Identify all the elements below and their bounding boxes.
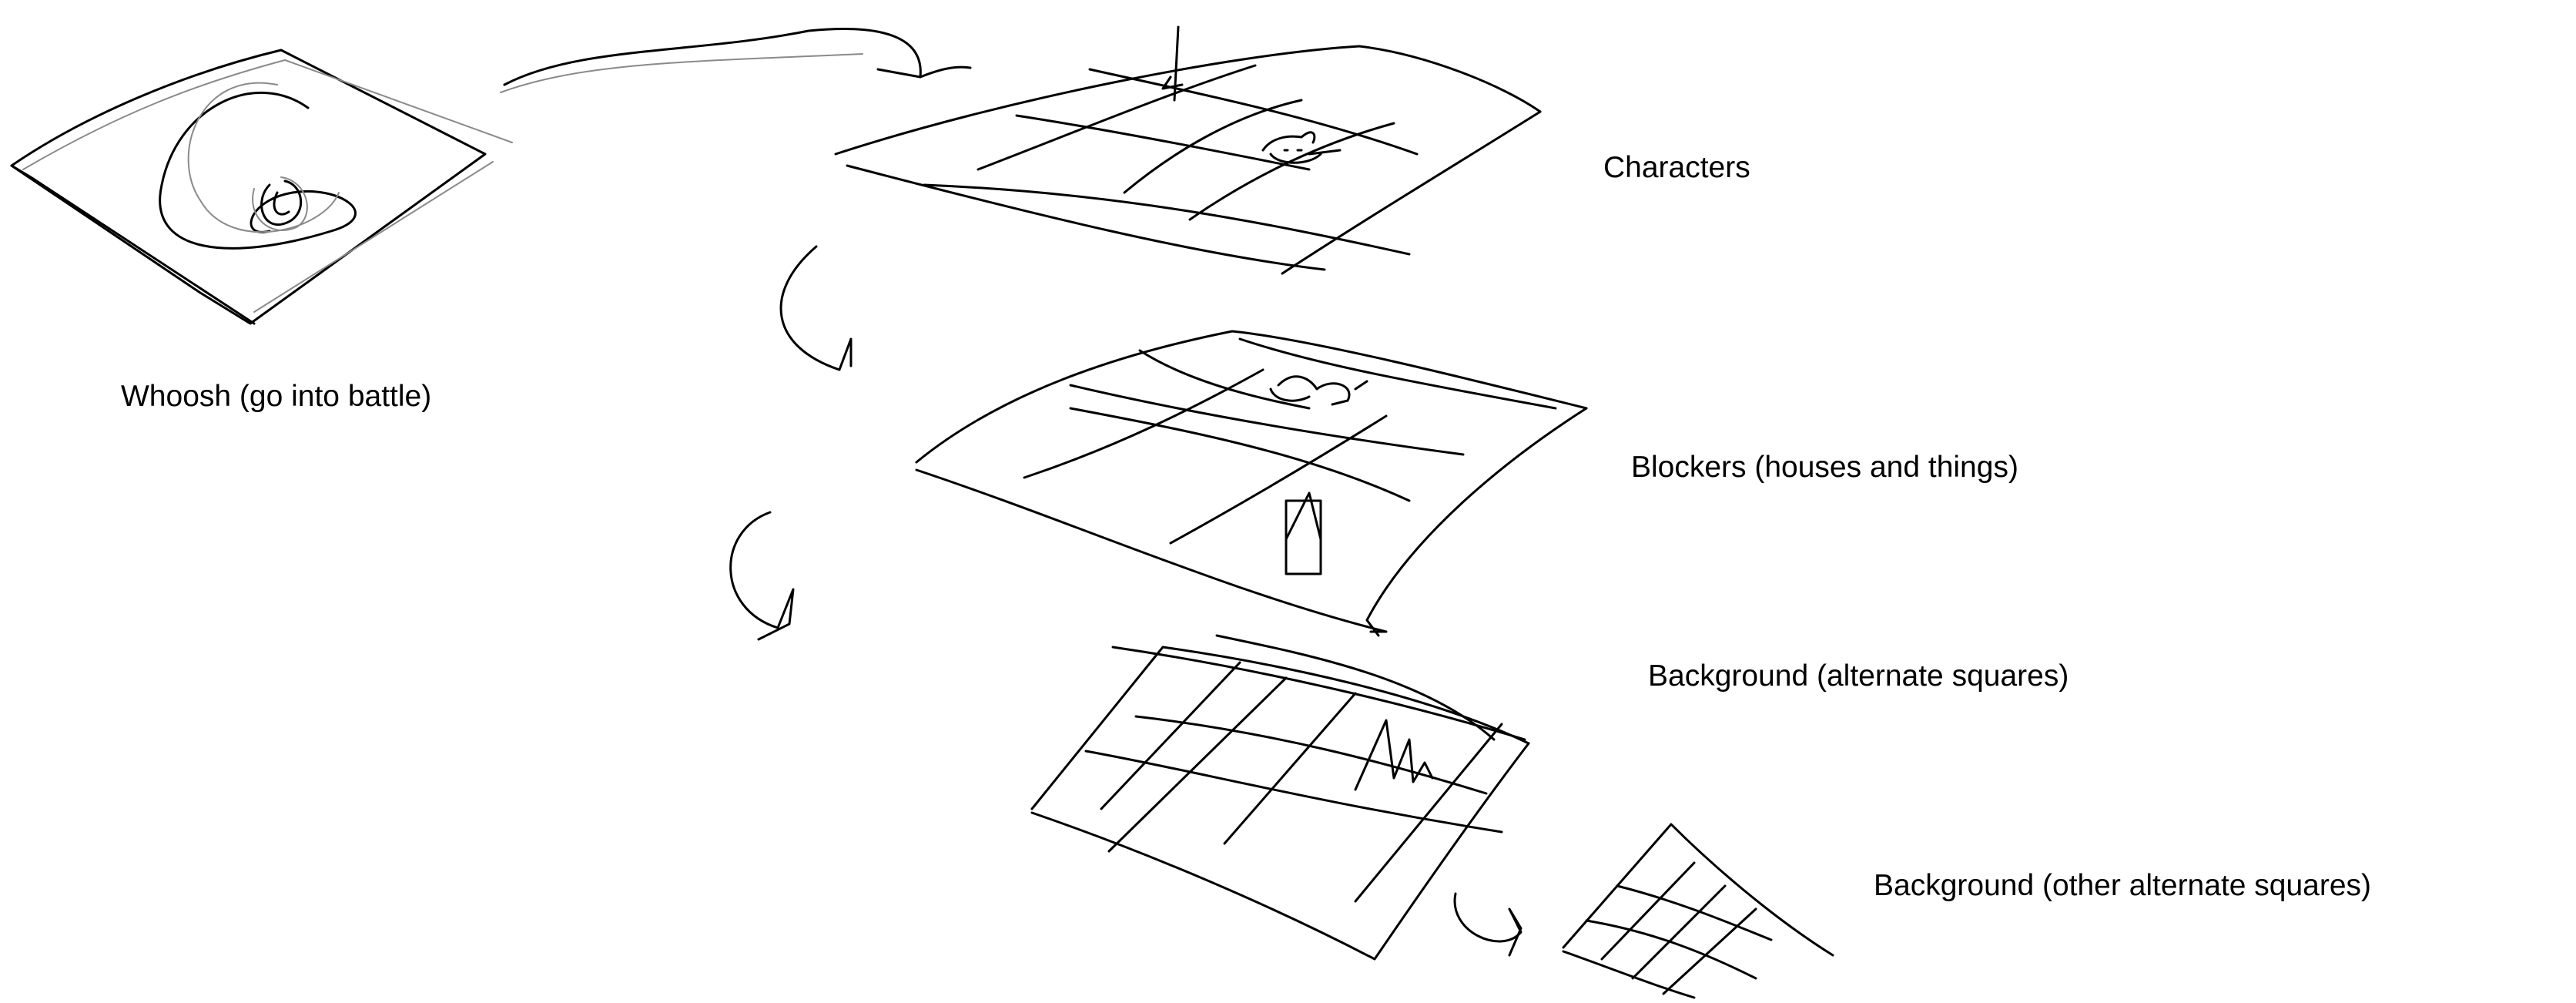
background-alternate-sheet [1032,636,1529,959]
whoosh-sheet [12,50,512,324]
arrow-background-to-other [1455,894,1521,955]
arrow-characters-to-blockers [781,247,851,370]
blockers-label: Blockers (houses and things) [1631,452,2018,482]
arrow-blockers-to-background [731,512,793,639]
arrow-whoosh-to-characters [501,29,970,93]
background-other-sheet [1563,824,1833,998]
characters-sheet [836,27,1540,273]
whoosh-label: Whoosh (go into battle) [121,381,431,411]
characters-label: Characters [1603,153,1750,183]
background-alternate-label: Background (alternate squares) [1648,661,2069,691]
background-other-label: Background (other alternate squares) [1874,870,2371,901]
blockers-sheet [916,331,1586,636]
